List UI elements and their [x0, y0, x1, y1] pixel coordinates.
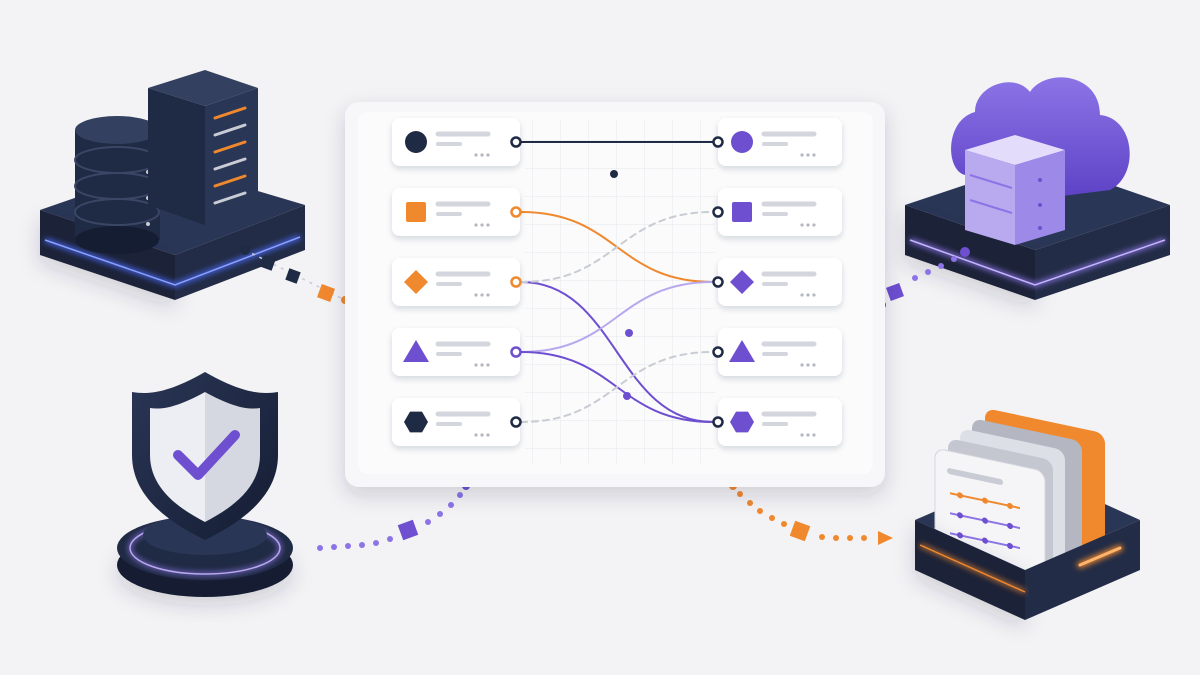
left-port[interactable] — [510, 416, 522, 428]
connector-panel-to-cloud — [878, 247, 970, 309]
connection-line[interactable] — [520, 351, 714, 423]
document-archive-icon — [915, 409, 1140, 620]
more-dot — [486, 293, 490, 297]
database-server-icon — [40, 70, 305, 300]
right-field-card[interactable] — [712, 398, 843, 446]
more-dot — [480, 293, 484, 297]
right-field-card[interactable] — [712, 258, 843, 306]
left-field-card[interactable] — [392, 328, 522, 376]
more-dot — [800, 433, 804, 437]
hexagon-icon — [730, 411, 754, 433]
more-dot — [812, 223, 816, 227]
right-port[interactable] — [712, 276, 724, 288]
left-port[interactable] — [510, 136, 522, 148]
more-dot — [806, 363, 810, 367]
triangle-icon — [729, 340, 755, 362]
more-dot — [480, 433, 484, 437]
left-field-card[interactable] — [392, 118, 522, 166]
more-dot — [480, 363, 484, 367]
source-field-cards — [392, 118, 522, 446]
more-dot — [800, 363, 804, 367]
security-shield-icon — [117, 372, 293, 597]
right-port[interactable] — [712, 206, 724, 218]
more-dot — [800, 293, 804, 297]
more-dot — [806, 433, 810, 437]
left-port[interactable] — [510, 206, 522, 218]
diamond-icon — [404, 270, 428, 294]
connector-panel-to-archive — [729, 482, 893, 545]
connection-line[interactable] — [520, 281, 714, 423]
right-field-card[interactable] — [712, 118, 843, 166]
more-dot — [474, 223, 478, 227]
circle-icon — [731, 131, 753, 153]
more-dot — [480, 153, 484, 157]
triangle-icon — [403, 340, 429, 362]
more-dot — [474, 363, 478, 367]
right-field-card[interactable] — [712, 328, 843, 376]
right-field-card[interactable] — [712, 188, 843, 236]
right-port[interactable] — [712, 136, 724, 148]
left-port[interactable] — [510, 276, 522, 288]
more-dot — [486, 433, 490, 437]
left-field-card[interactable] — [392, 188, 522, 236]
more-dot — [480, 223, 484, 227]
more-dot — [474, 153, 478, 157]
connection-lines — [520, 140, 714, 423]
more-dot — [486, 223, 490, 227]
cloud-server-icon — [905, 77, 1170, 300]
left-field-card[interactable] — [392, 398, 522, 446]
diamond-icon — [730, 270, 754, 294]
more-dot — [486, 363, 490, 367]
more-dot — [812, 293, 816, 297]
more-dot — [806, 293, 810, 297]
left-field-card[interactable] — [392, 258, 522, 306]
square-icon — [406, 202, 426, 222]
hexagon-icon — [404, 411, 428, 433]
more-dot — [474, 433, 478, 437]
right-port[interactable] — [712, 346, 724, 358]
more-dot — [800, 223, 804, 227]
connector-shield-to-panel — [317, 482, 470, 551]
circle-icon — [405, 131, 427, 153]
junction-dot — [623, 392, 631, 400]
junction-dot — [610, 170, 618, 178]
junction-dot — [625, 329, 633, 337]
more-dot — [800, 153, 804, 157]
connection-line[interactable] — [520, 281, 714, 353]
connection-line[interactable] — [520, 211, 714, 283]
more-dot — [812, 433, 816, 437]
more-dot — [812, 153, 816, 157]
left-port[interactable] — [510, 346, 522, 358]
right-port[interactable] — [712, 416, 724, 428]
square-icon — [732, 202, 752, 222]
more-dot — [812, 363, 816, 367]
target-field-cards — [712, 118, 843, 446]
more-dot — [474, 293, 478, 297]
more-dot — [806, 223, 810, 227]
more-dot — [806, 153, 810, 157]
more-dot — [486, 153, 490, 157]
